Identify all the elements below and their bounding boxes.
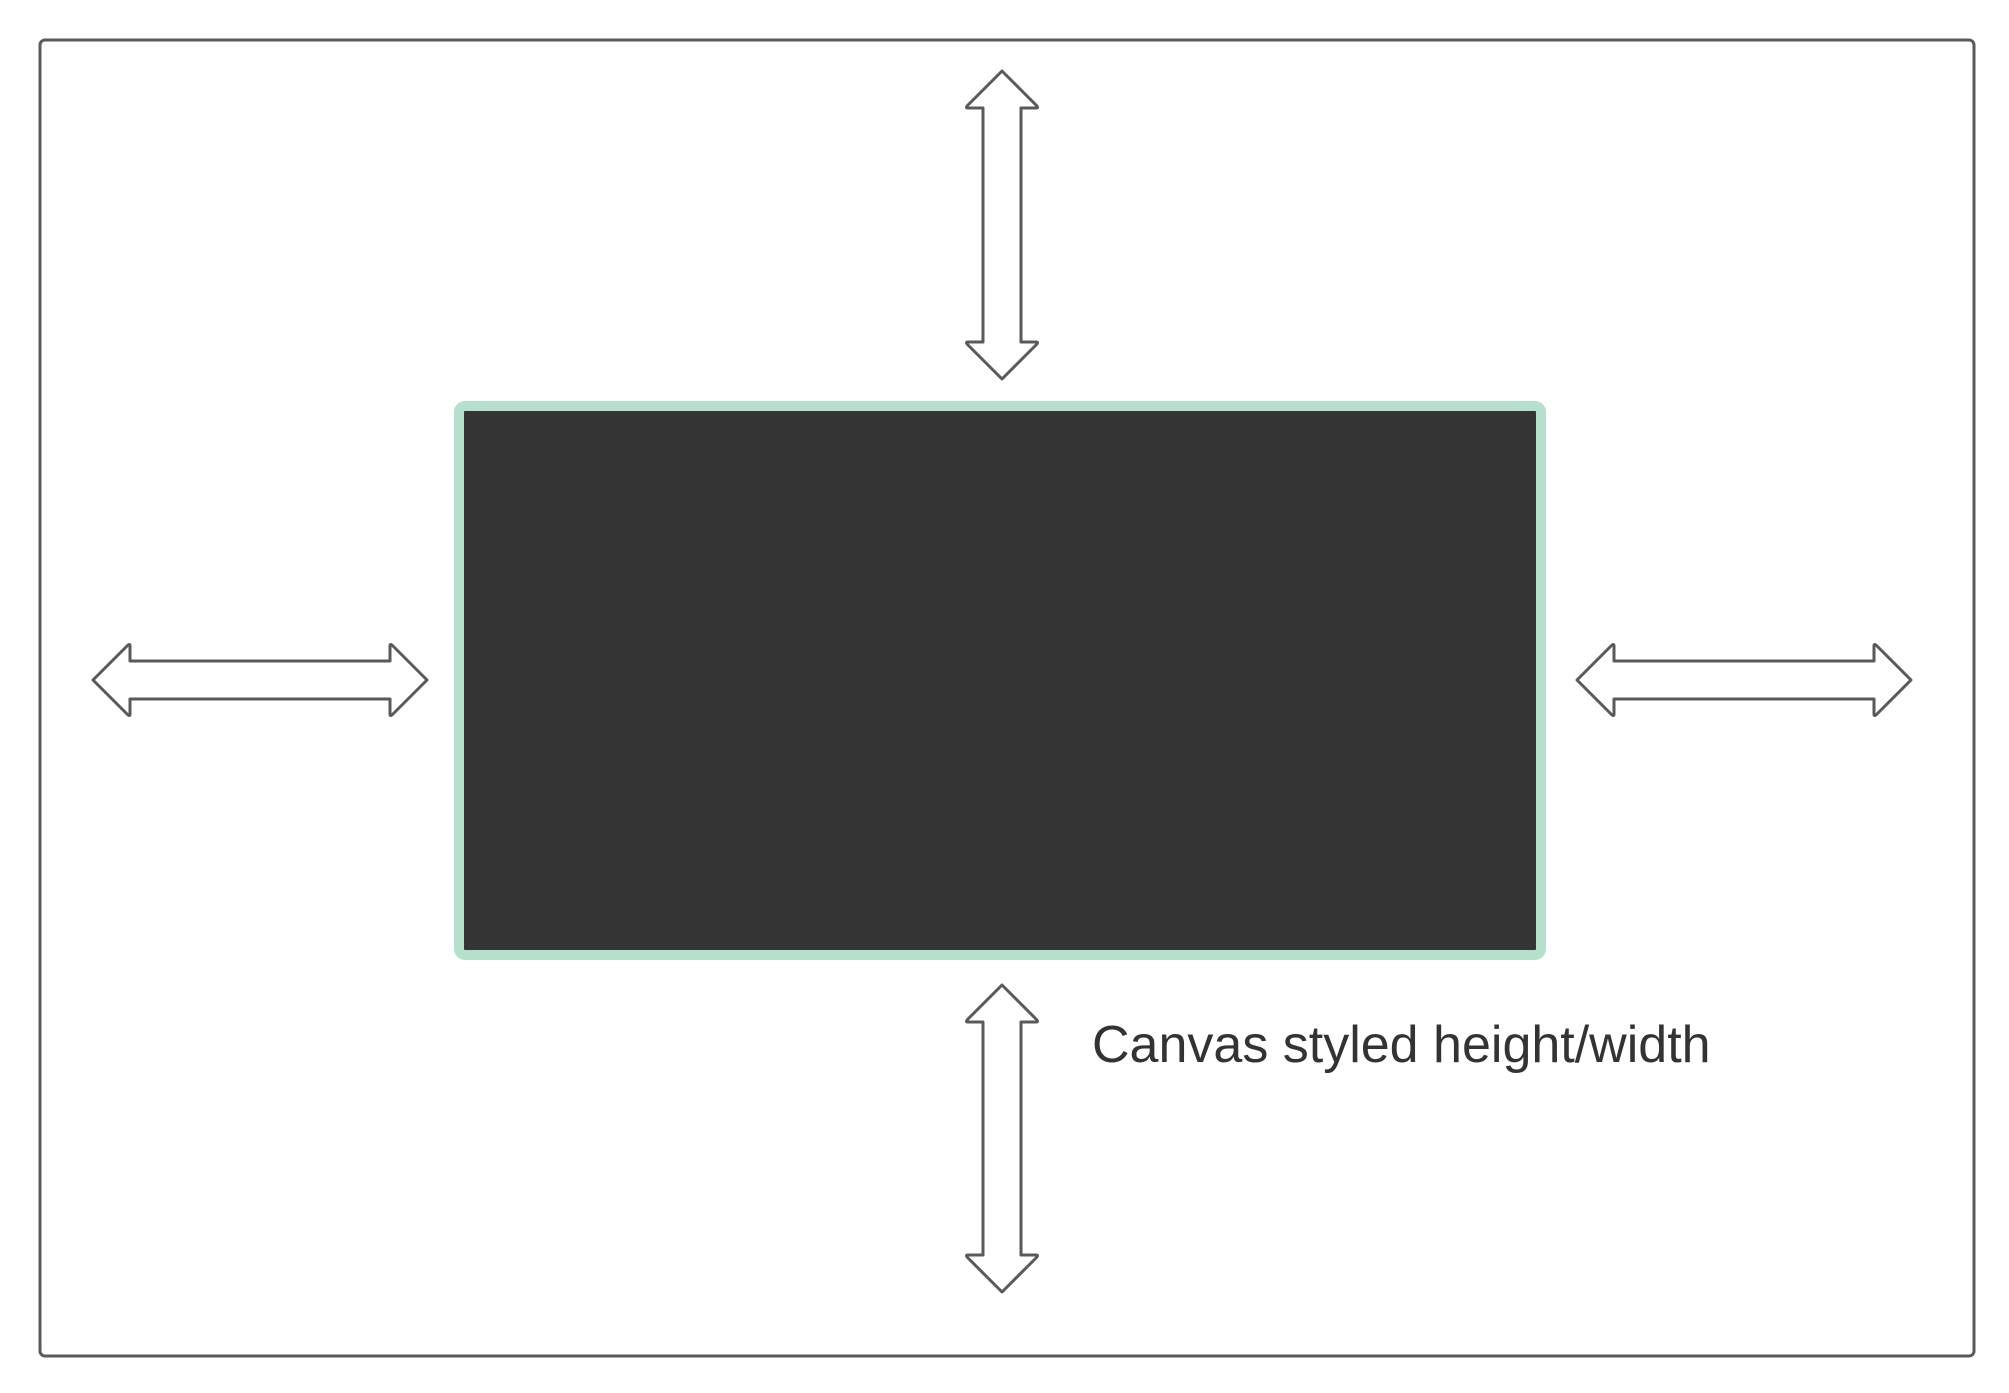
right-double-arrow-icon (1575, 643, 1913, 717)
left-double-arrow-icon (91, 643, 429, 717)
bottom-double-arrow-icon (965, 983, 1039, 1294)
canvas-rectangle (454, 401, 1546, 960)
canvas-caption: Canvas styled height/width (1092, 1016, 1711, 1074)
top-double-arrow-icon (965, 69, 1039, 381)
